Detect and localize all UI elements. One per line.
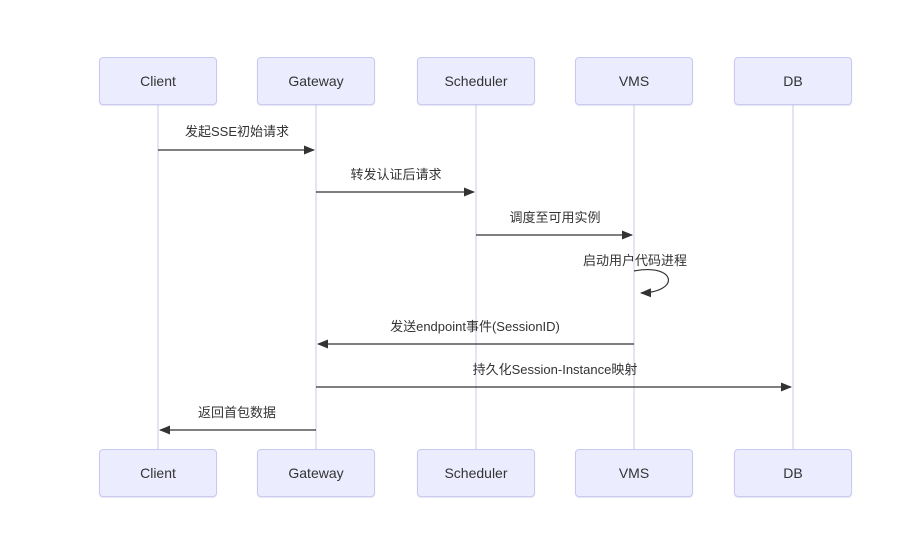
arrow-vms-self-loop xyxy=(633,269,669,298)
message-label-forward-auth-request: 转发认证后请求 xyxy=(350,167,442,182)
actor-top-client: Client xyxy=(99,57,217,105)
message-label-send-endpoint-event: 发送endpoint事件(SessionID) xyxy=(390,319,560,334)
actor-top-db: DB xyxy=(734,57,852,105)
message-label-return-first-packet: 返回首包数据 xyxy=(197,405,277,420)
message-label-sse-initial-request: 发起SSE初始请求 xyxy=(184,124,290,139)
actor-bottom-db: DB xyxy=(734,449,852,497)
actor-bottom-scheduler: Scheduler xyxy=(417,449,535,497)
message-label-persist-mapping: 持久化Session-Instance映射 xyxy=(472,362,638,377)
actor-top-gateway: Gateway xyxy=(257,57,375,105)
actor-top-vms: VMS xyxy=(575,57,693,105)
actor-bottom-client: Client xyxy=(99,449,217,497)
lifelines xyxy=(157,105,794,449)
actor-bottom-gateway: Gateway xyxy=(257,449,375,497)
message-label-schedule-instance: 调度至可用实例 xyxy=(509,210,601,225)
message-arrows xyxy=(158,145,792,435)
actor-top-scheduler: Scheduler xyxy=(417,57,535,105)
actor-bottom-vms: VMS xyxy=(575,449,693,497)
message-label-start-user-process: 启动用户代码进程 xyxy=(582,253,688,268)
